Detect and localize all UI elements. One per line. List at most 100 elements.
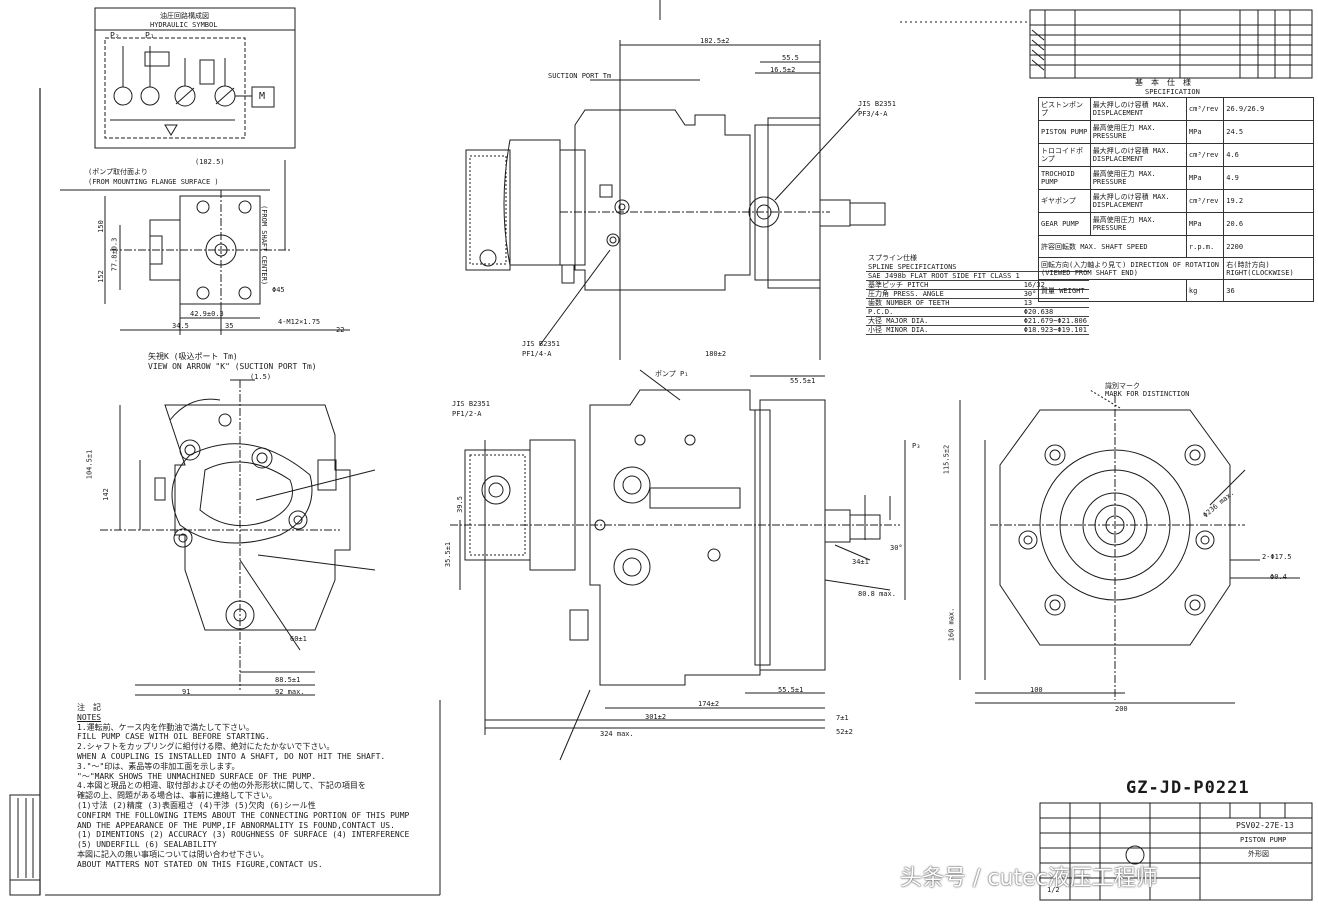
front-dim-301: 301±2 bbox=[645, 713, 667, 721]
note-line: 本図に記入の無い事項については問い合わせ下さい。 bbox=[77, 849, 269, 859]
note-line: AND THE APPEARANCE OF THE PUMP,IF ABNORM… bbox=[77, 820, 395, 830]
note-line: (1)寸法 (2)精度 (3)表面粗さ (4)干渉 (5)欠肉 (6)シール性 bbox=[77, 800, 316, 810]
spec-cell: r.p.m. bbox=[1185, 235, 1225, 258]
spec-cell: 最大押しのけ容積 MAX. DISPLACEMENT bbox=[1089, 143, 1187, 167]
spline-cell: 圧力角 PRESS. ANGLE bbox=[866, 289, 1022, 299]
spline-title-en: SPLINE SPECIFICATIONS bbox=[866, 263, 1022, 272]
front-dim-55-5b: 55.5±1 bbox=[778, 686, 804, 694]
spline-cell: 13 bbox=[1021, 298, 1089, 308]
front-dim-7: 7±1 bbox=[836, 714, 849, 722]
product-name-jp: 外形図 bbox=[1248, 850, 1269, 858]
note-line: 確認の上、問題がある場合は、事前に連絡して下さい。 bbox=[77, 791, 277, 801]
right-view bbox=[959, 389, 1300, 704]
spline-cell: SAE J498b FLAT ROOT SIDE FIT CLASS 1 bbox=[866, 271, 1022, 281]
holes-label: 2-Φ17.5 bbox=[1262, 553, 1292, 561]
spec-cell: cm³/rev bbox=[1185, 97, 1225, 121]
top-jis-1: JIS B2351 bbox=[858, 100, 896, 108]
spline-cell: Φ18.923~Φ19.101 bbox=[1021, 325, 1089, 335]
spec-cell: cm³/rev bbox=[1185, 143, 1225, 167]
view-k-title-en: VIEW ON ARROW "K" (SUCTION PORT Tm) bbox=[148, 362, 317, 371]
note-line: WHEN A COUPLING IS INSTALLED INTO A SHAF… bbox=[77, 751, 386, 761]
spline-title-jp: スプライン仕様 bbox=[868, 254, 917, 262]
dim-150: 150 bbox=[96, 220, 105, 233]
spec-cell: 最高使用圧力 MAX. PRESSURE bbox=[1089, 120, 1187, 144]
front-jis: JIS B2351 bbox=[452, 400, 490, 408]
dim-1-5: (1.5) bbox=[250, 373, 272, 381]
top-view bbox=[465, 40, 886, 360]
dim-91: 91 bbox=[182, 688, 191, 696]
dim-100: 100 bbox=[1030, 686, 1043, 694]
note-line: (5) UNDERFILL (6) SEALABILITY bbox=[77, 840, 217, 850]
dim-16-5: 16.5±2 bbox=[770, 66, 796, 74]
spline-cell: 基準ピッチ PITCH bbox=[866, 280, 1022, 290]
dim-429: 42.9±0.3 bbox=[190, 310, 224, 318]
dim-152: 152 bbox=[96, 270, 105, 283]
dim-60: 60±1 bbox=[290, 635, 307, 643]
spec-title-jp: 基 本 仕 様 bbox=[1135, 78, 1191, 87]
front-dim-34: 34±1 bbox=[852, 558, 869, 566]
spline-row: P.C.D.Φ20.638 bbox=[866, 307, 1089, 317]
top-pf-2: PF1/4-A bbox=[522, 350, 552, 358]
dim-180: 180±2 bbox=[705, 350, 727, 358]
watermark-text: 头条号 / cutec液压工程师 bbox=[900, 866, 1158, 891]
spec-cell: TROCHOID PUMP bbox=[1038, 166, 1091, 190]
flange-note-en: (FROM MOUNTING FLANGE SURFACE ) bbox=[88, 178, 219, 186]
port-p2-label: P₂ bbox=[110, 31, 120, 40]
spec-cell: PISTON PUMP bbox=[1038, 120, 1091, 144]
spline-cell: 歯数 NUMBER OF TEETH bbox=[866, 298, 1022, 308]
dim-92: 92 max. bbox=[275, 688, 305, 696]
spec-cell: kg bbox=[1185, 279, 1225, 302]
left-stamp-strip bbox=[9, 794, 41, 896]
dim-77: 77.8±0.3 bbox=[110, 237, 119, 272]
note-line: 3."〜"印は、素品等の非加工面を示します。 bbox=[77, 761, 240, 771]
note-line: ABOUT MATTERS NOT STATED ON THIS FIGURE,… bbox=[77, 859, 323, 869]
note-line: 4.本図と現品との相違、取付部およびその他の外形形状に関して、下記の項目を bbox=[77, 781, 366, 791]
spec-cell: 最高使用圧力 MAX. PRESSURE bbox=[1089, 166, 1187, 190]
spec-cell: 24.5 bbox=[1223, 120, 1314, 144]
dim-22: 22 bbox=[336, 326, 345, 334]
spec-cell: 26.9/26.9 bbox=[1223, 97, 1314, 121]
spline-cell: Φ21.679~Φ21.806 bbox=[1021, 316, 1089, 326]
spec-cell: MPa bbox=[1185, 212, 1225, 236]
notes-title-en: NOTES bbox=[77, 712, 102, 722]
dim-182: (182.5) bbox=[195, 158, 225, 166]
mark-jp: 識別マーク bbox=[1105, 382, 1140, 390]
spline-cell: 大径 MAJOR DIA. bbox=[866, 316, 1022, 326]
scale-label: 1/2 bbox=[1047, 886, 1060, 894]
dim-142: 142 bbox=[101, 488, 110, 501]
front-dim-55-5: 55.5±1 bbox=[790, 377, 816, 385]
top-jis-2: JIS B2351 bbox=[522, 340, 560, 348]
motor-label: M bbox=[259, 91, 266, 102]
dim-35: 35 bbox=[225, 322, 234, 330]
spec-cell: 4.6 bbox=[1223, 143, 1314, 167]
note-line: CONFIRM THE FOLLOWING ITEMS ABOUT THE CO… bbox=[77, 810, 410, 820]
top-pf-1: PF3/4-A bbox=[858, 110, 888, 118]
note-line: "〜"MARK SHOWS THE UNMACHINED SURFACE OF … bbox=[77, 771, 317, 781]
spec-cell: 19.2 bbox=[1223, 189, 1314, 213]
front-p3: P₃ bbox=[912, 442, 921, 450]
port-p1-label: P₁ bbox=[145, 31, 155, 40]
spec-cell: MPa bbox=[1185, 120, 1225, 144]
spec-cell: 36 bbox=[1223, 279, 1314, 302]
front-pf: PF1/2-A bbox=[452, 410, 482, 418]
drawing-number: GZ-JD-P0221 bbox=[1126, 778, 1250, 798]
spec-cell: cm³/rev bbox=[1185, 189, 1225, 213]
spline-cell: Φ20.638 bbox=[1021, 307, 1089, 317]
front-dim-35-5: 35.5±1 bbox=[444, 541, 453, 568]
spec-cell: 回転方向(入力軸より見て) DIRECTION OF ROTATION (VIE… bbox=[1037, 257, 1225, 280]
spec-cell: 許容回転数 MAX. SHAFT SPEED bbox=[1038, 235, 1187, 258]
model-number: PSV02-27E-13 bbox=[1236, 821, 1294, 830]
dim-thread: 4-M12×1.75 bbox=[278, 318, 321, 326]
position-tol: Φ0.4 bbox=[1270, 573, 1287, 581]
front-dim-324: 324 max. bbox=[600, 730, 634, 738]
spec-cell: 最大押しのけ容積 MAX. DISPLACEMENT bbox=[1089, 97, 1187, 121]
